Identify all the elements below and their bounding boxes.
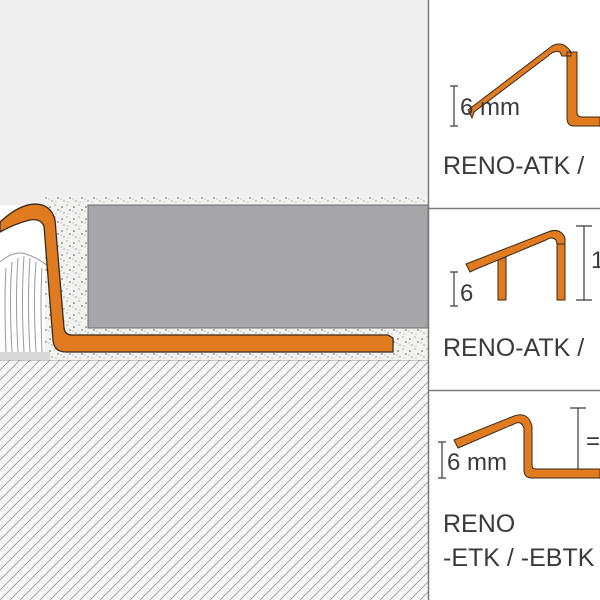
dimension-bracket-2 <box>450 271 458 307</box>
panel-1 <box>450 43 600 127</box>
wall-background <box>0 0 428 205</box>
subfloor <box>0 360 428 600</box>
tile <box>87 204 429 329</box>
dimension-bracket-1 <box>450 85 458 127</box>
product-label-3-line2: -ETK / -EBTK <box>443 544 595 572</box>
flooring-fibres <box>0 252 49 353</box>
transition-profile <box>0 203 394 353</box>
dimension-label-1: 6 mm <box>460 94 520 121</box>
profile-sketch-atk-b <box>465 230 566 301</box>
product-panels <box>427 0 600 600</box>
dimension-label-3: 6 mm <box>447 449 507 476</box>
dimension-label-2: 6 <box>460 280 474 307</box>
height-label-3: = <box>586 428 600 455</box>
panel-3 <box>438 407 600 479</box>
product-label-2: RENO-ATK / <box>443 334 585 362</box>
dimension-bracket-3 <box>438 441 446 479</box>
cross-section <box>0 0 429 600</box>
flooring-base <box>0 352 50 360</box>
profile-sketch-etk <box>453 414 600 479</box>
height-label-2: 1 <box>591 247 600 274</box>
height-bracket-2 <box>576 225 592 301</box>
panel-2 <box>450 225 592 307</box>
product-label-1: RENO-ATK / <box>443 152 585 180</box>
height-bracket-3 <box>570 407 586 477</box>
profile-sketch-atk-a <box>467 43 600 127</box>
product-label-3-line1: RENO <box>443 510 516 538</box>
